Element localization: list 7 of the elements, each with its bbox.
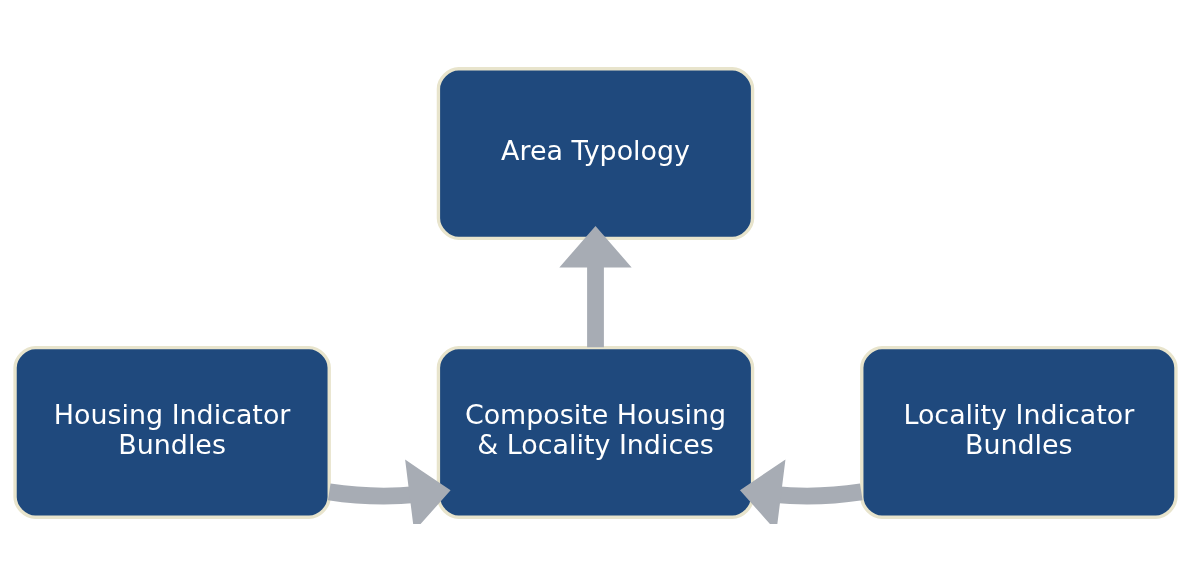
- node-box: Locality Indicator Bundles: [860, 345, 1178, 519]
- node-box: Housing Indicator Bundles: [13, 345, 331, 519]
- arrow: [328, 459, 451, 524]
- node-box: Composite Housing & Locality Indices: [436, 345, 755, 519]
- arrow: [559, 226, 632, 348]
- arrow: [739, 459, 863, 524]
- node-box: Area Typology: [436, 67, 755, 241]
